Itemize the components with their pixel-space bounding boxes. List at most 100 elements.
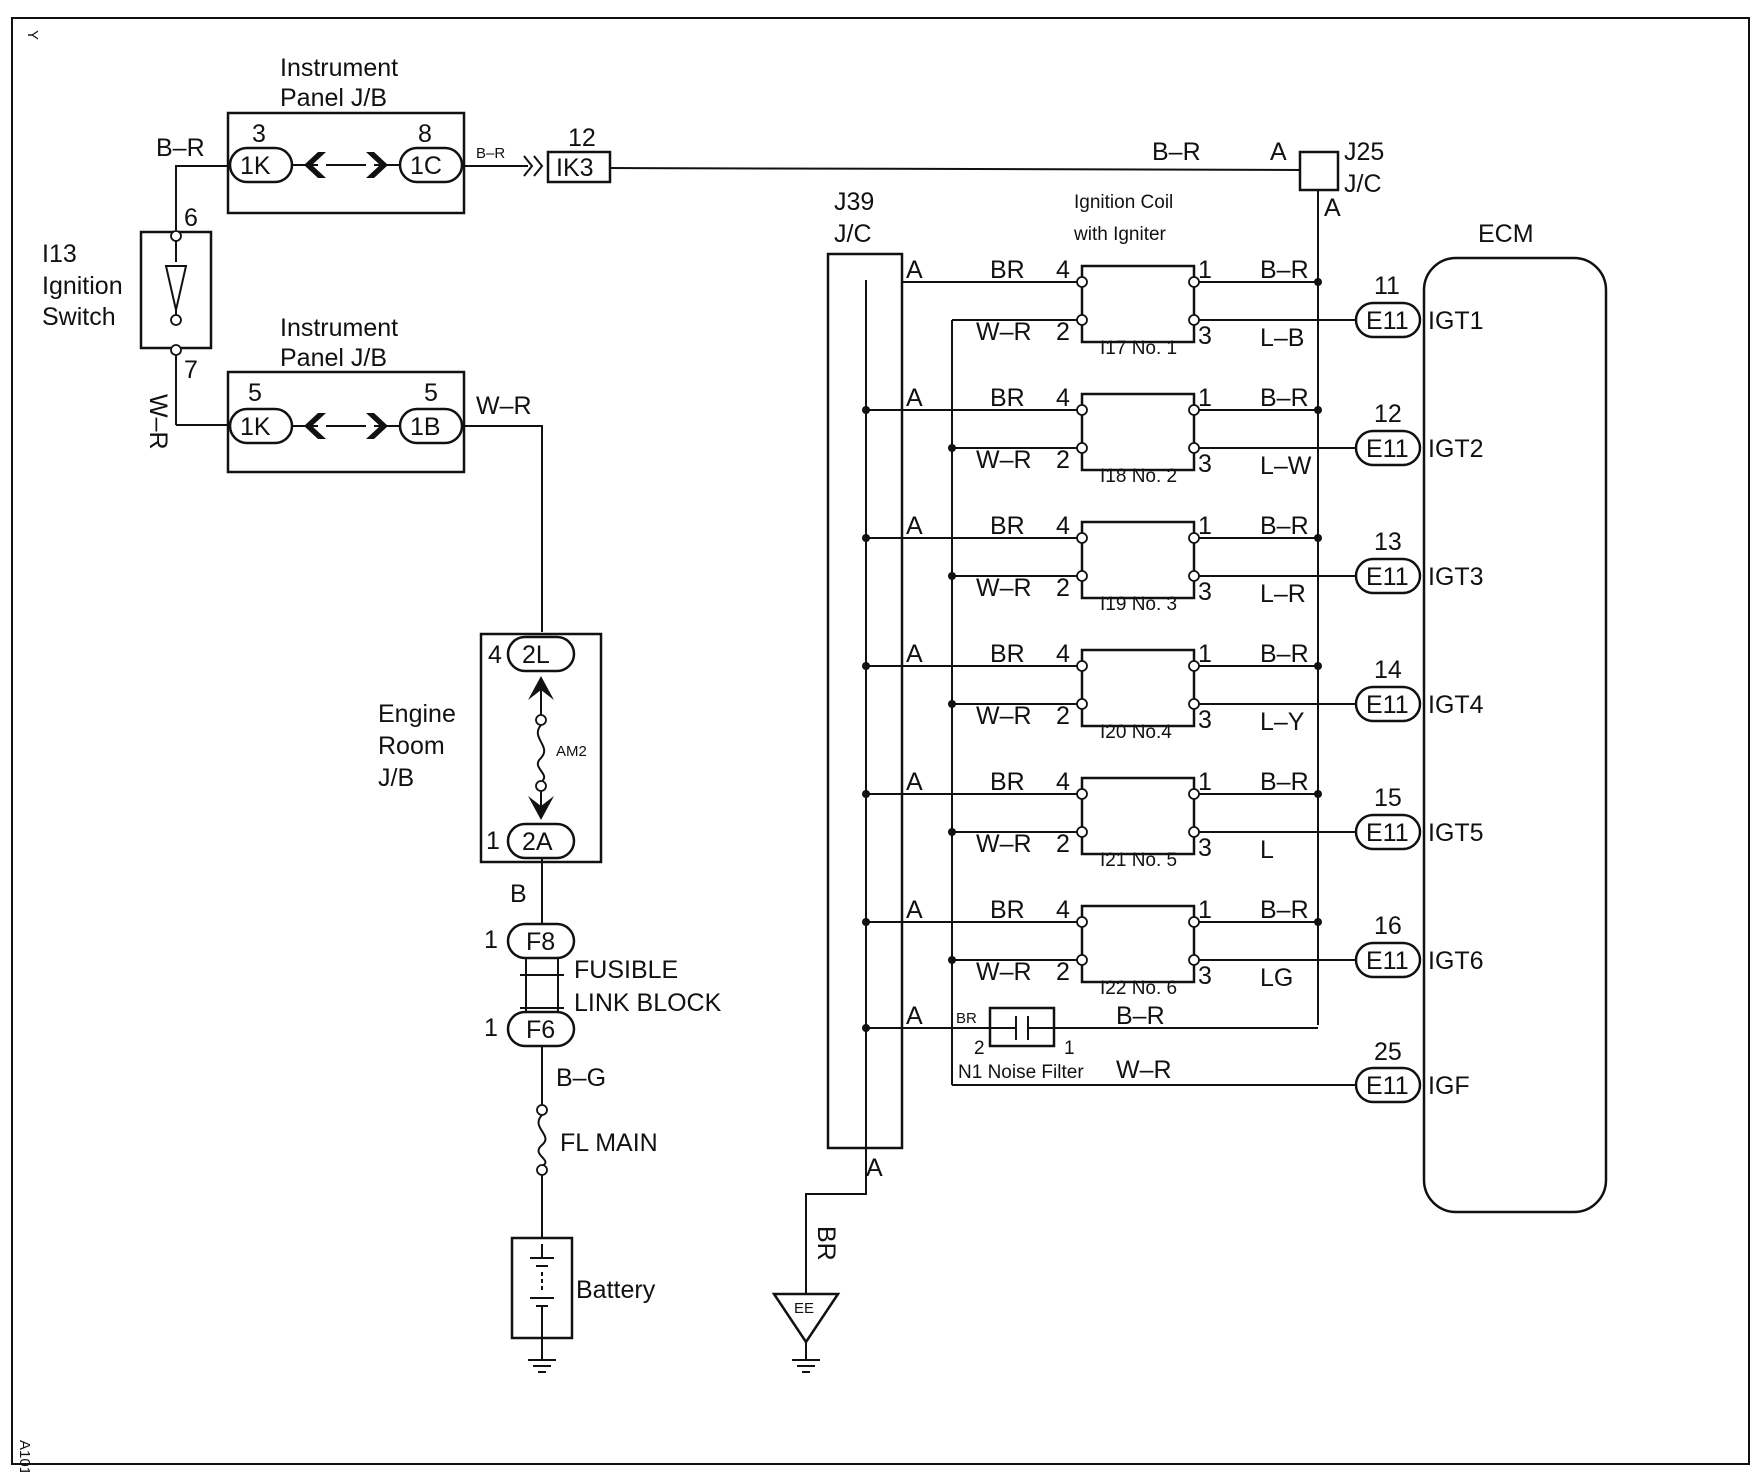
ign-switch-pin-top: 6 [184, 204, 198, 232]
nf-label: N1 Noise Filter [958, 1062, 1084, 1083]
ecm-pin-number: 15 [1374, 784, 1402, 812]
coil-pin-4: 4 [1056, 512, 1070, 540]
coil-title-1: Ignition Coil [1074, 192, 1173, 213]
coil-wire-br: BR [990, 896, 1025, 924]
coil-wire-br-right: B–R [1260, 768, 1309, 796]
ecm-signal: IGT1 [1428, 307, 1484, 335]
ij-bot-conn-right: 1B [410, 413, 441, 441]
wire-wr-vertical-label: W–R [144, 394, 172, 450]
battery-label: Battery [576, 1276, 656, 1304]
engine-jb-conn-top: 2L [522, 641, 550, 669]
noise-filter: A BR 2 1 B–R N1 Noise Filter W–R [862, 1002, 1318, 1084]
igf-pin: 25 [1374, 1038, 1402, 1066]
coil-pin-4: 4 [1056, 896, 1070, 924]
ecm-connector: E11 [1366, 947, 1409, 975]
ecm-pin-number: 14 [1374, 656, 1402, 684]
ij-top-pin-left: 3 [252, 120, 266, 148]
ecm-signal: IGT4 [1428, 691, 1484, 719]
coil-wire-wr: W–R [976, 318, 1032, 346]
ignition-switch: I13 Ignition Switch 6 7 [42, 204, 213, 384]
ign-switch-name-1: Ignition [42, 272, 123, 300]
igf-conn: E11 [1366, 1072, 1409, 1100]
ecm-signal: IGT5 [1428, 819, 1484, 847]
coil-pin-4: 4 [1056, 256, 1070, 284]
ignition-coil-box [1080, 392, 1196, 472]
coil-pin-2: 2 [1056, 830, 1070, 858]
battery: Battery [510, 1236, 656, 1373]
coil-wire-signal: L–R [1260, 580, 1306, 608]
coil-pin-a: A [906, 896, 923, 924]
wire-ik3-j25-label: B–R [1152, 138, 1201, 166]
coil-pin-2: 2 [1056, 446, 1070, 474]
wire-wr-ij-label: W–R [476, 392, 532, 420]
coil-pin-1: 1 [1198, 256, 1212, 284]
ecm: ECM [1422, 220, 1608, 1214]
nf-pin-2: 2 [974, 1038, 985, 1059]
coil-wire-br-right: B–R [1260, 896, 1309, 924]
ignition-coil-box [1080, 904, 1196, 984]
coil-label: I17 No. 1 [1100, 338, 1177, 359]
fusible-conn-bot: F6 [526, 1016, 555, 1044]
ij-bot-pin-left: 5 [248, 379, 262, 407]
j39-code: J39 [834, 188, 874, 216]
fusible-pin-top: 1 [484, 926, 498, 954]
coil-title-2: with Igniter [1073, 224, 1167, 245]
ign-switch-pin-bottom: 7 [184, 356, 198, 384]
coil-pin-2: 2 [1056, 958, 1070, 986]
ignition-coil-box [1080, 520, 1196, 600]
ecm-connector: E11 [1366, 563, 1409, 591]
coil-wire-signal: L [1260, 836, 1274, 864]
ij-top-title-1: Instrument [280, 54, 398, 82]
coil-pin-4: 4 [1056, 640, 1070, 668]
j25-code: J25 [1344, 138, 1384, 166]
nf-pin-a: A [906, 1002, 923, 1030]
coil-wire-br-right: B–R [1260, 384, 1309, 412]
coil-label: I19 No. 3 [1100, 594, 1177, 615]
coil-pin-3: 3 [1198, 962, 1212, 990]
j39-junction: J39 J/C A [826, 188, 904, 1182]
ij-top-pin-right: 8 [418, 120, 432, 148]
engine-jb-fuse: AM2 [556, 743, 587, 760]
fusible-conn-top: F8 [526, 928, 555, 956]
coil-pin-a: A [906, 640, 923, 668]
coil-wire-wr: W–R [976, 574, 1032, 602]
ground-ee: EE [771, 1292, 841, 1373]
coil-pin-4: 4 [1056, 768, 1070, 796]
j39-type: J/C [834, 220, 872, 248]
fusible-name-2: LINK BLOCK [574, 989, 722, 1017]
engine-jb-pin-bot: 1 [486, 827, 500, 855]
coil-label: I21 No. 5 [1100, 850, 1177, 871]
ecm-signal: IGT2 [1428, 435, 1484, 463]
ecm-title: ECM [1478, 220, 1534, 248]
engine-jb-name-3: J/B [378, 764, 414, 792]
figure-id: A10158 [16, 1440, 33, 1472]
coil-wire-wr: W–R [976, 830, 1032, 858]
engine-jb-conn-bot: 2A [522, 828, 553, 856]
ij-top-conn-right: 1C [410, 152, 442, 180]
coil-pin-3: 3 [1198, 706, 1212, 734]
coil-pin-1: 1 [1198, 384, 1212, 412]
engine-jb-name-2: Room [378, 732, 445, 760]
diagram-frame [11, 17, 1750, 1465]
j25-type: J/C [1344, 170, 1382, 198]
ij-bot-title-1: Instrument [280, 314, 398, 342]
ij-top-title-2: Panel J/B [280, 84, 387, 112]
ecm-connector-pill [1354, 429, 1422, 467]
coil-pin-4: 4 [1056, 384, 1070, 412]
coil-wire-br: BR [990, 384, 1025, 412]
ik3-code: IK3 [556, 154, 594, 182]
ignition-coil-box [1080, 264, 1196, 344]
ecm-connector: E11 [1366, 435, 1409, 463]
coil-wire-signal: L–Y [1260, 708, 1305, 736]
wire-br-ground-label: BR [812, 1226, 840, 1261]
ecm-connector-pill [1354, 685, 1422, 723]
ign-switch-code: I13 [42, 240, 77, 268]
ecm-connector-pill [1354, 301, 1422, 339]
wire-br-small-label: B–R [476, 145, 505, 162]
nf-wire-br: BR [956, 1010, 977, 1027]
